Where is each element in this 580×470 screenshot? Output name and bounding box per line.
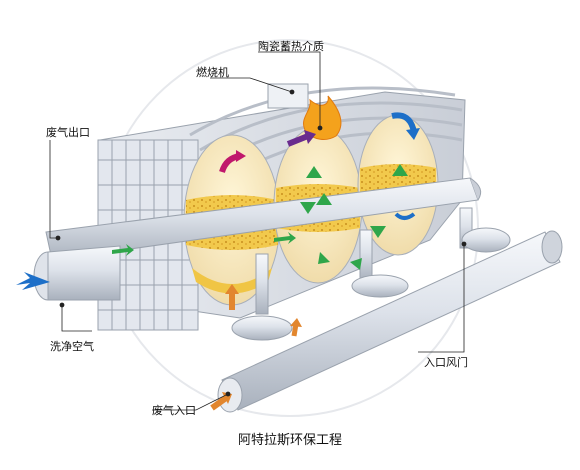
exhaust-outlet-pipe	[33, 177, 482, 301]
label-clean-air: 洗净空气	[50, 340, 94, 353]
arrow-orange-in	[210, 395, 228, 411]
arrow-pipe-1	[112, 244, 134, 256]
label-ceramic-media: 陶瓷蓄热介质	[258, 40, 324, 53]
valve-stems	[231, 207, 511, 341]
arrow-pipe-2	[274, 232, 296, 244]
figure-caption: 阿特拉斯环保工程	[237, 433, 342, 448]
exhaust-inlet-pipe	[217, 230, 563, 413]
arrow-purple	[286, 133, 310, 147]
burner-flame	[303, 95, 342, 140]
arrow-exhaust-out	[16, 272, 50, 290]
label-burner: 燃烧机	[196, 66, 229, 79]
label-exhaust-inlet: 废气入口	[152, 404, 196, 417]
label-inlet-damper: 入口风门	[424, 356, 468, 369]
leader-lines	[49, 51, 467, 411]
label-exhaust-outlet: 废气出口	[46, 126, 90, 139]
flow-arrows	[16, 112, 420, 411]
arrow-blue-top	[391, 112, 417, 133]
